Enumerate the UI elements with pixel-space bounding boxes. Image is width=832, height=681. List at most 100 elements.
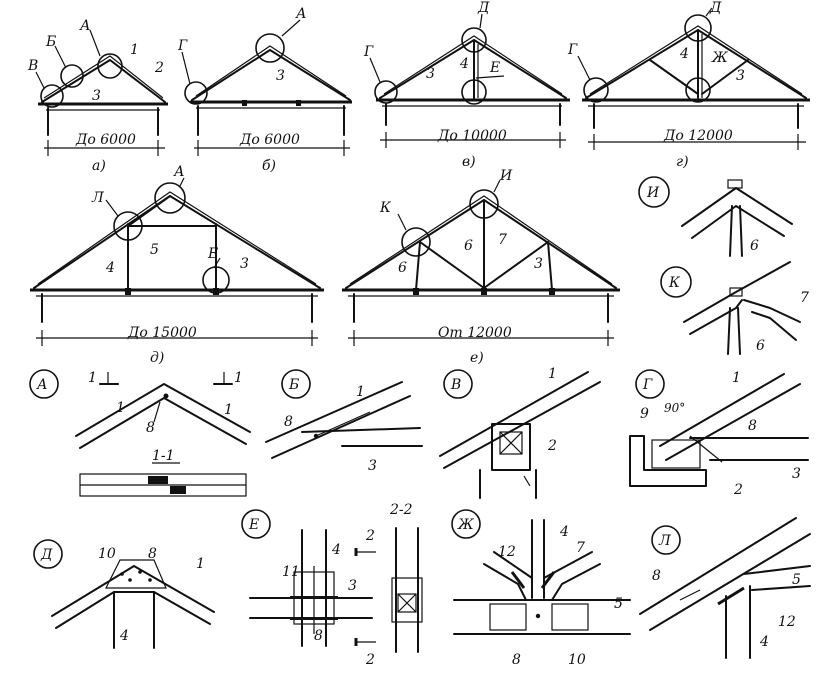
- callout-label: А: [79, 18, 91, 34]
- span-dimension: До 6000: [239, 132, 300, 148]
- member-number: 3: [534, 256, 543, 272]
- member-number: 4: [105, 260, 115, 276]
- detail-d: Д 10 8 1 4: [33, 539, 215, 649]
- detail-mark-circle: [635, 369, 665, 399]
- member-number: 6: [464, 238, 473, 254]
- member-number: 4: [119, 628, 129, 644]
- detail-mark: Л: [658, 533, 671, 549]
- member-number: 5: [150, 242, 159, 258]
- detail-mark: Д: [40, 547, 53, 563]
- callout-label: Д: [477, 0, 490, 16]
- callout-label: Г: [567, 42, 578, 58]
- detail-mark-circle: [29, 369, 59, 399]
- span-dimension: От 12000: [438, 325, 512, 341]
- callout-label: И: [499, 168, 513, 184]
- member-number: 8: [314, 628, 323, 644]
- callout-circle: [60, 64, 84, 88]
- section-label: 2-2: [389, 502, 413, 518]
- detail-mark-circle: [281, 369, 311, 399]
- detail-i: И 6: [638, 176, 793, 257]
- member-number: 3: [240, 256, 249, 272]
- member-number: 12: [498, 544, 516, 560]
- member-number: 6: [398, 260, 407, 276]
- member-number: 3: [736, 68, 745, 84]
- member-number: 8: [148, 546, 157, 562]
- detail-mark: Е: [248, 517, 259, 533]
- detail-mark: Б: [288, 377, 299, 393]
- detail-a: А 8 1 1 1 1 1-1: [29, 369, 251, 497]
- callout-circle: [97, 53, 123, 79]
- member-number: 8: [284, 414, 293, 430]
- section-mark: 2: [365, 652, 375, 668]
- truss-g: Д Г Ж 4 3 До 12000 г): [567, 0, 810, 170]
- section-mark: 1: [88, 370, 97, 386]
- detail-mark-circle: [651, 525, 681, 555]
- member-number: 2: [547, 438, 557, 454]
- callout-circle: [154, 182, 186, 214]
- callout-label: Г: [177, 38, 188, 54]
- truss-caption: е): [470, 350, 484, 366]
- callout-label: А: [173, 164, 185, 180]
- callout-circle: [469, 189, 499, 219]
- member-number: 6: [750, 238, 759, 254]
- truss-d: А Л Е 4 5 3 До 15000 д): [30, 164, 324, 366]
- member-number: 2: [733, 482, 743, 498]
- member-number: 10: [98, 546, 116, 562]
- truss-v: Д Г Е 4 3 До 10000 в): [363, 0, 570, 170]
- truss-a: А Б В 1 2 3 До 6000 а): [27, 18, 168, 174]
- truss-e: И К 6 7 6 3 От 12000 е): [342, 168, 620, 366]
- truss-caption: д): [150, 350, 164, 366]
- member-number: 3: [92, 88, 101, 104]
- member-number: 10: [568, 652, 586, 668]
- detail-mark-circle: [638, 176, 670, 208]
- member-number: 3: [368, 458, 377, 474]
- callout-circle: [685, 77, 711, 103]
- span-dimension: До 10000: [437, 128, 507, 144]
- callout-label: Е: [207, 246, 218, 262]
- callout-circle: [113, 211, 143, 241]
- member-number: 9: [640, 406, 649, 422]
- member-number: 1: [116, 400, 125, 416]
- member-number: 3: [426, 66, 435, 82]
- truss-caption: а): [92, 158, 106, 174]
- detail-mark: Ж: [457, 517, 475, 533]
- section-mark: 1: [234, 370, 243, 386]
- detail-mark: А: [36, 377, 48, 393]
- detail-mark-circle: [443, 369, 473, 399]
- member-number: 8: [146, 420, 155, 436]
- callout-circle: [401, 227, 431, 257]
- detail-mark-circle: [33, 539, 63, 569]
- member-number: 1: [224, 402, 233, 418]
- member-number: 4: [331, 542, 341, 558]
- member-number: 1: [732, 370, 741, 386]
- callout-circle: [202, 266, 230, 294]
- detail-zh: Ж 12 4 7 5 8 10: [451, 509, 631, 668]
- callout-circle: [461, 27, 487, 53]
- detail-mark: В: [450, 377, 461, 393]
- callout-circle: [684, 14, 712, 42]
- member-number: 5: [614, 596, 623, 612]
- truss-caption: в): [462, 154, 476, 170]
- callout-label: Л: [91, 190, 104, 206]
- section-mark: 2: [365, 528, 375, 544]
- member-number: 3: [348, 578, 357, 594]
- callout-label: Б: [45, 34, 56, 50]
- span-dimension: До 6000: [75, 132, 136, 148]
- member-number: 12: [778, 614, 796, 630]
- member-number: 2: [154, 60, 164, 76]
- span-dimension: До 15000: [127, 325, 197, 341]
- member-number: 8: [512, 652, 521, 668]
- callout-circle: [184, 81, 208, 105]
- detail-mark-circle: [241, 509, 271, 539]
- callout-label: Е: [489, 60, 500, 76]
- member-number: 1: [130, 42, 139, 58]
- callout-label: К: [379, 200, 392, 216]
- member-number: 1: [548, 366, 557, 382]
- callout-label: В: [27, 58, 38, 74]
- span-dimension: До 12000: [663, 128, 733, 144]
- member-number: 6: [756, 338, 765, 354]
- detail-mark-circle: [660, 266, 692, 298]
- detail-mark: Г: [642, 377, 653, 393]
